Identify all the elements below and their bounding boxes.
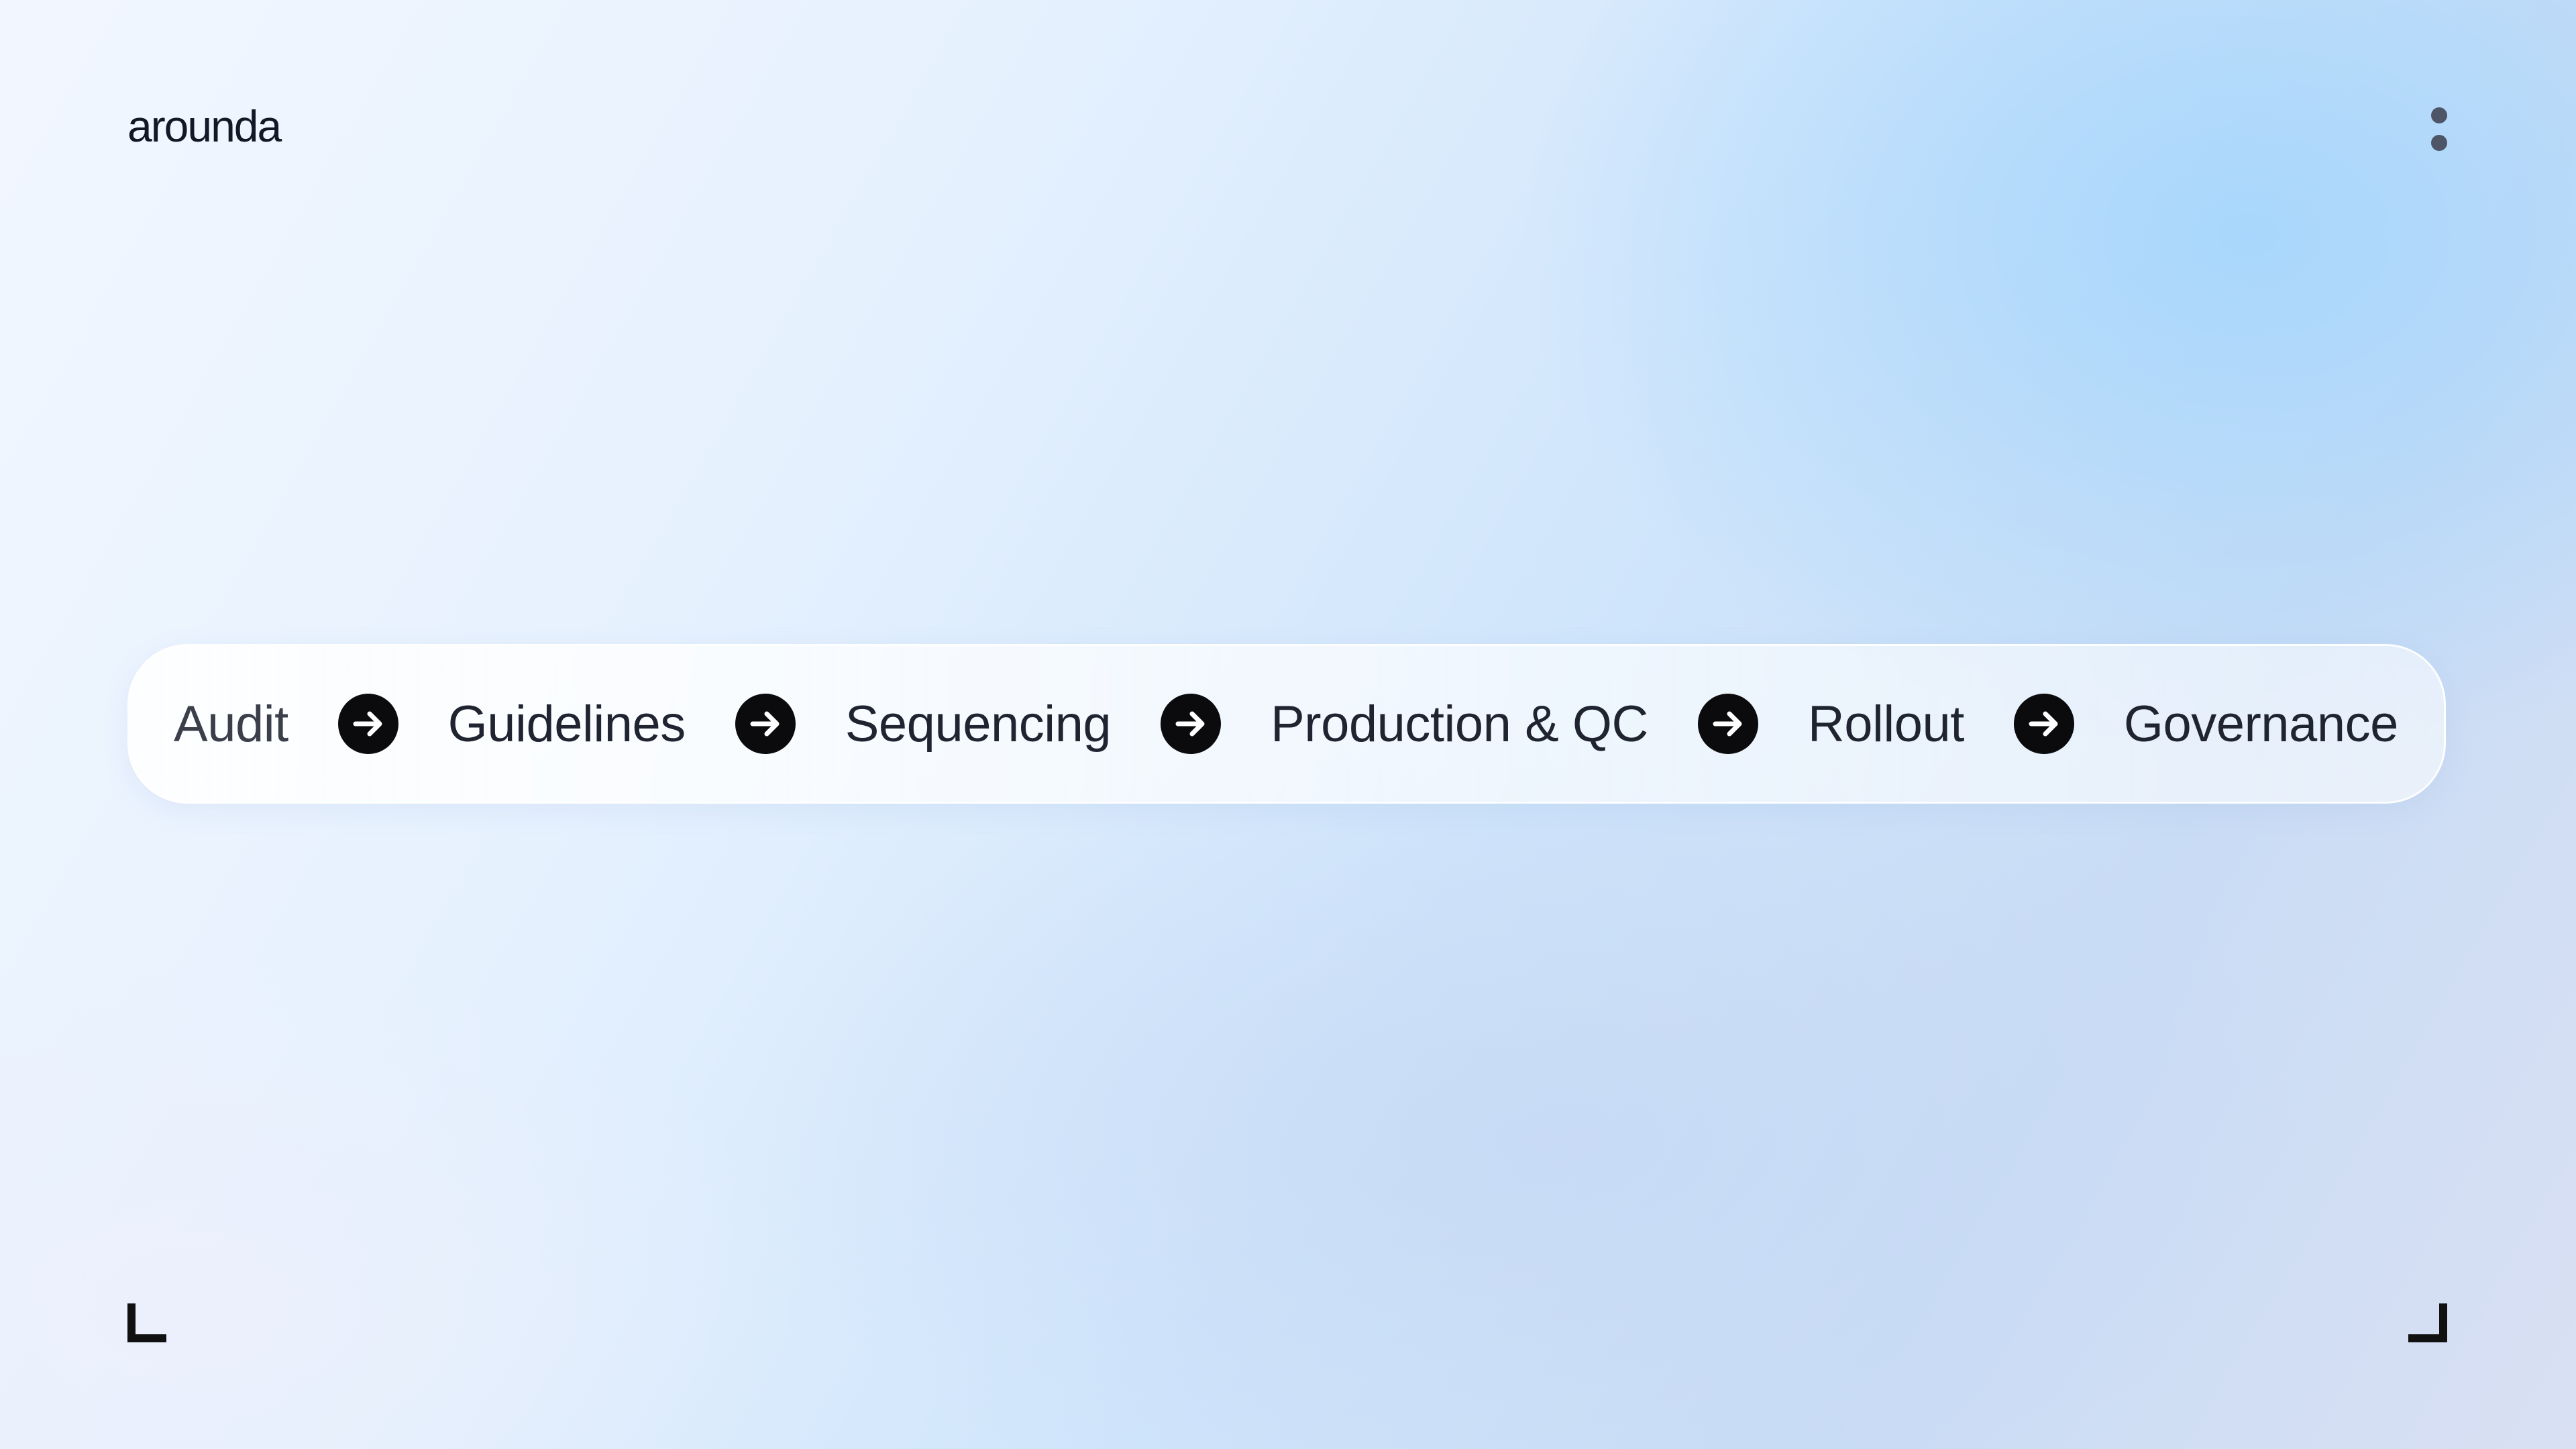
corner-bracket-bottom-right-icon	[2408, 1303, 2447, 1342]
step-guidelines: Guidelines	[447, 695, 686, 753]
step-sequencing: Sequencing	[845, 695, 1112, 753]
step-rollout: Rollout	[1807, 695, 1965, 753]
step-production-qc: Production & QC	[1271, 695, 1648, 753]
menu-dot	[2431, 135, 2447, 151]
arrow-right-circle-icon	[735, 694, 796, 754]
arrow-right-circle-icon	[337, 694, 398, 754]
corner-bracket-bottom-left-icon	[127, 1303, 166, 1342]
process-steps-bar: Audit Guidelines Sequencing Production &…	[127, 644, 2446, 804]
arrow-right-circle-icon	[2013, 694, 2074, 754]
menu-dot	[2431, 107, 2447, 123]
more-options-icon[interactable]	[2415, 101, 2462, 161]
brand-logo[interactable]: arounda	[127, 101, 282, 151]
step-audit: Audit	[174, 695, 288, 753]
arrow-right-circle-icon	[1161, 694, 1222, 754]
arrow-right-circle-icon	[1697, 694, 1758, 754]
step-governance: Governance	[2123, 695, 2399, 753]
